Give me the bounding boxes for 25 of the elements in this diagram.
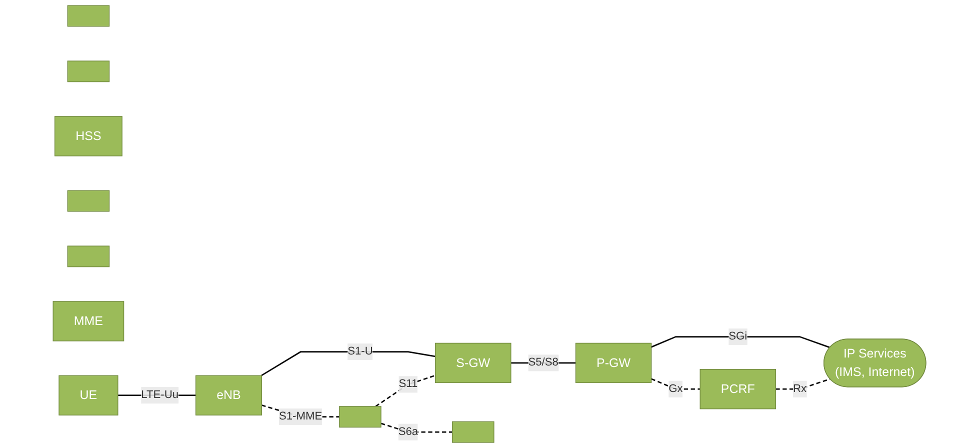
node-box — [452, 421, 494, 443]
node-box — [67, 5, 110, 27]
node-box: P-GW — [575, 342, 652, 384]
edge-label: SGi — [728, 330, 748, 342]
edge-label: Gx — [668, 382, 683, 395]
edge-label: S11 — [398, 378, 418, 390]
node-box: S-GW — [435, 342, 512, 384]
connector — [651, 336, 830, 348]
node-box: eNB — [195, 375, 262, 416]
edge-label: LTE-Uu — [141, 389, 178, 401]
node-box — [67, 190, 110, 212]
node-box — [339, 406, 382, 428]
edge-label: S5/S8 — [528, 356, 558, 368]
node-box: MME — [52, 301, 124, 342]
edge-label: Rx — [792, 382, 807, 395]
edge-label: S1-U — [348, 346, 373, 358]
edge-label: S1-MME — [278, 410, 322, 422]
node-box: UE — [58, 375, 118, 416]
node-box — [67, 246, 110, 268]
connector — [380, 422, 452, 433]
node-box: PCRF — [700, 369, 776, 410]
node-box — [67, 60, 110, 82]
edge-label: S6a — [398, 426, 418, 438]
connector — [375, 374, 436, 407]
node-box: HSS — [54, 116, 122, 156]
